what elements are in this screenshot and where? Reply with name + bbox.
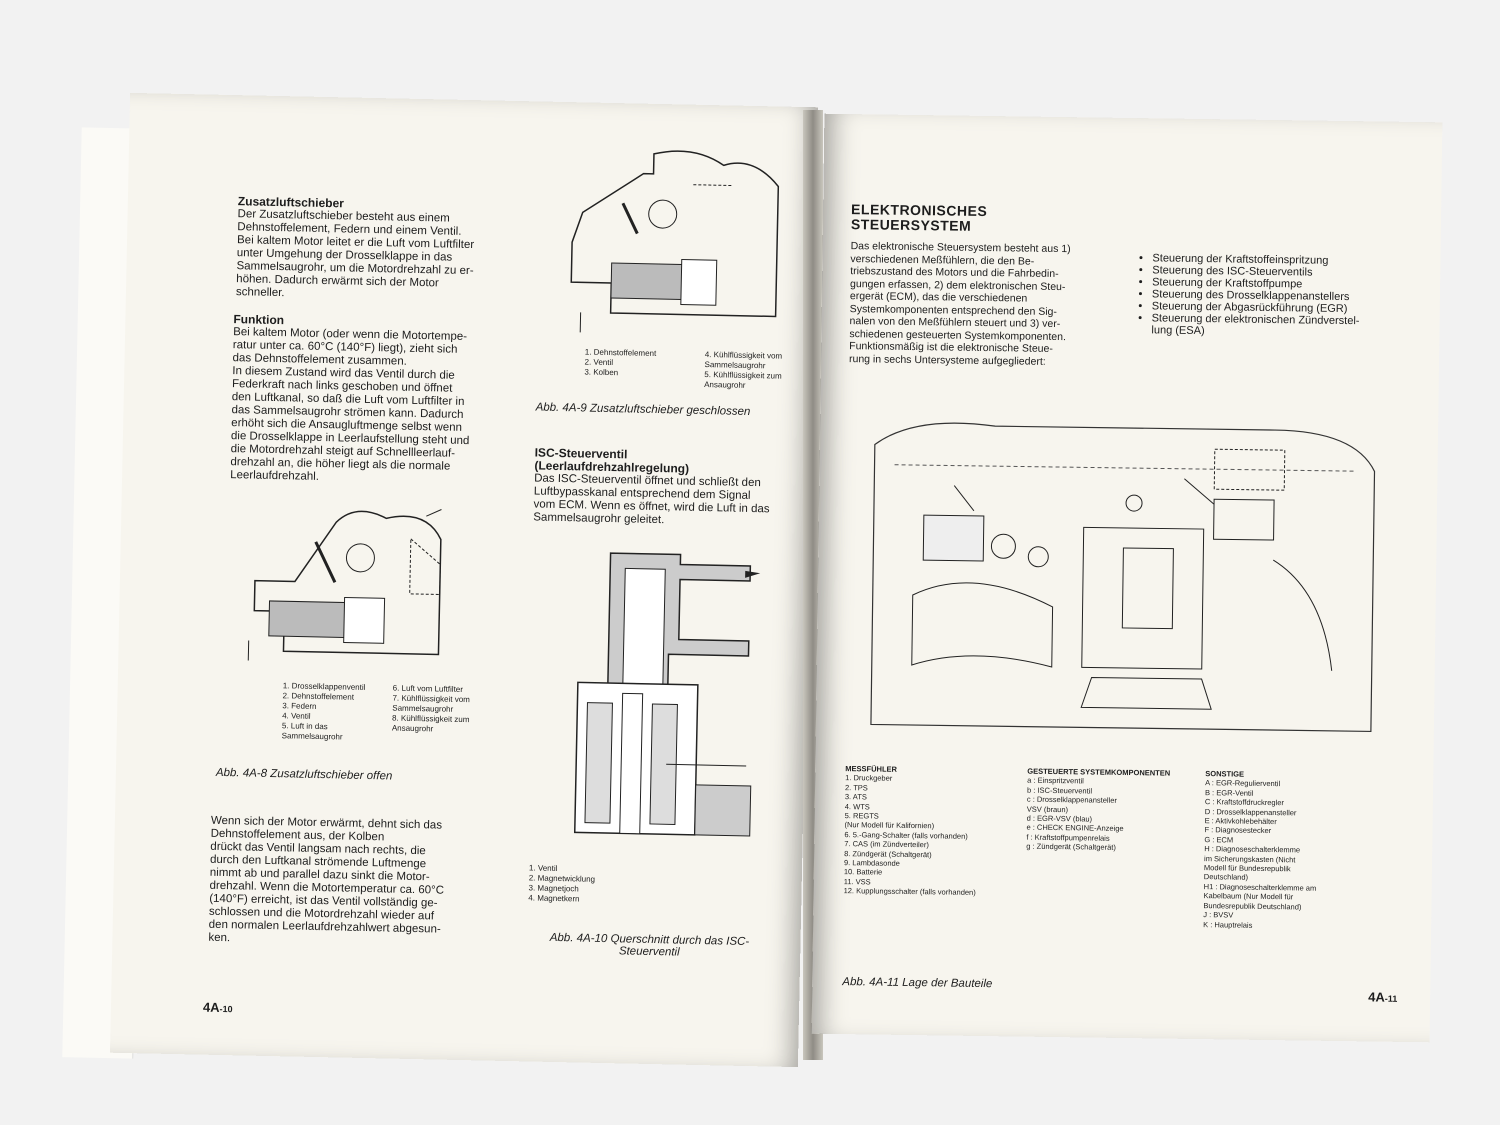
- figure-4a11-col2: GESTEUERTE SYSTEMKOMPONENTEN a : Einspri…: [1026, 767, 1170, 854]
- figure-4a10-caption: Abb. 4A-10 Querschnitt durch das ISC- St…: [524, 931, 774, 960]
- section-erwaermung: Wenn sich der Motor erwärmt, dehnt sich …: [208, 815, 481, 951]
- legend-item: 4. Magnetkern: [528, 893, 580, 904]
- figure-4a8-legend-left: 1. Drosselklappenventil 2. Dehnstoffelem…: [282, 681, 366, 743]
- left-page: Zusatzluftschieber Der Zusatzluftschiebe…: [110, 92, 818, 1068]
- legend-item: Ansaugrohr: [704, 379, 746, 390]
- heading-line: STEUERSYSTEM: [850, 216, 972, 234]
- figure-4a11-col3: SONSTIGE A : EGR-Regulierventil B : EGR-…: [1203, 769, 1318, 930]
- figure-4a8-legend-right: 6. Luft vom Luftfilter 7. Kühlflüssigkei…: [392, 684, 470, 736]
- page-number-sub: -11: [1384, 993, 1398, 1004]
- figure-4a9-caption: Abb. 4A-9 Zusatzluftschieber geschlossen: [535, 401, 751, 418]
- figure-4a9-legend-right: 4. Kühlflüssigkeit vom Sammelsaugrohr 5.…: [704, 350, 782, 392]
- legend-item: K : Hauptrelais: [1203, 919, 1253, 930]
- page-number-main: 4A: [1368, 989, 1385, 1005]
- legend-item: 3. Kolben: [584, 367, 619, 378]
- bullet-item: Steuerung der elektronischen Zündverstel…: [1151, 312, 1389, 339]
- figure-4a10-legend: 1. Ventil 2. Magnetwicklung 3. Magnetjoc…: [528, 863, 595, 904]
- figure-4a9-legend-left: 1. Dehnstoffelement 2. Ventil 3. Kolben: [584, 347, 656, 378]
- figure-4a10-diagram: [544, 542, 761, 857]
- section-zusatzluftschieber: Zusatzluftschieber Der Zusatzluftschiebe…: [236, 194, 498, 304]
- section-isc: ISC-Steuerventil (Leerlaufdrehzahlregelu…: [533, 445, 797, 529]
- figure-4a9-diagram: [540, 142, 784, 347]
- page-number-right: 4A-11: [1368, 989, 1397, 1004]
- section-funktion: Funktion Bei kaltem Motor (oder wenn die…: [230, 312, 495, 487]
- subsystem-list: Steuerung der Kraftstoffeinspritzung Ste…: [1139, 252, 1390, 339]
- heading-elektronisches-steuersystem: ELEKTRONISCHES STEUERSYSTEM: [850, 201, 988, 234]
- right-page: ELEKTRONISCHES STEUERSYSTEM Das elektron…: [811, 113, 1443, 1043]
- legend-item: 12. Kupplungsschalter (falls vorhanden): [843, 886, 976, 898]
- page-number-left: 4A-10: [203, 1000, 233, 1016]
- figure-4a11-diagram: [851, 404, 1386, 741]
- page-number-main: 4A: [202, 999, 220, 1015]
- intro-line: rung in sechs Untersysteme aufgegliedert…: [848, 352, 1046, 368]
- legend-item: Ansaugrohr: [391, 723, 434, 734]
- page-number-sub: -10: [219, 1003, 233, 1015]
- figure-4a8-diagram: [223, 500, 487, 675]
- figure-4a8-caption: Abb. 4A-8 Zusatzluftschieber offen: [215, 766, 393, 783]
- legend-item: Sammelsaugrohr: [281, 731, 343, 742]
- legend-item: g : Zündgerät (Schaltgerät): [1026, 841, 1116, 853]
- figure-4a11-caption: Abb. 4A-11 Lage der Bauteile: [842, 976, 993, 991]
- intro-paragraph: Das elektronische Steuersystem besteht a…: [849, 240, 1111, 369]
- figure-4a11-col1: MESSFÜHLER 1. Druckgeber 2. TPS 3. ATS 4…: [844, 764, 978, 898]
